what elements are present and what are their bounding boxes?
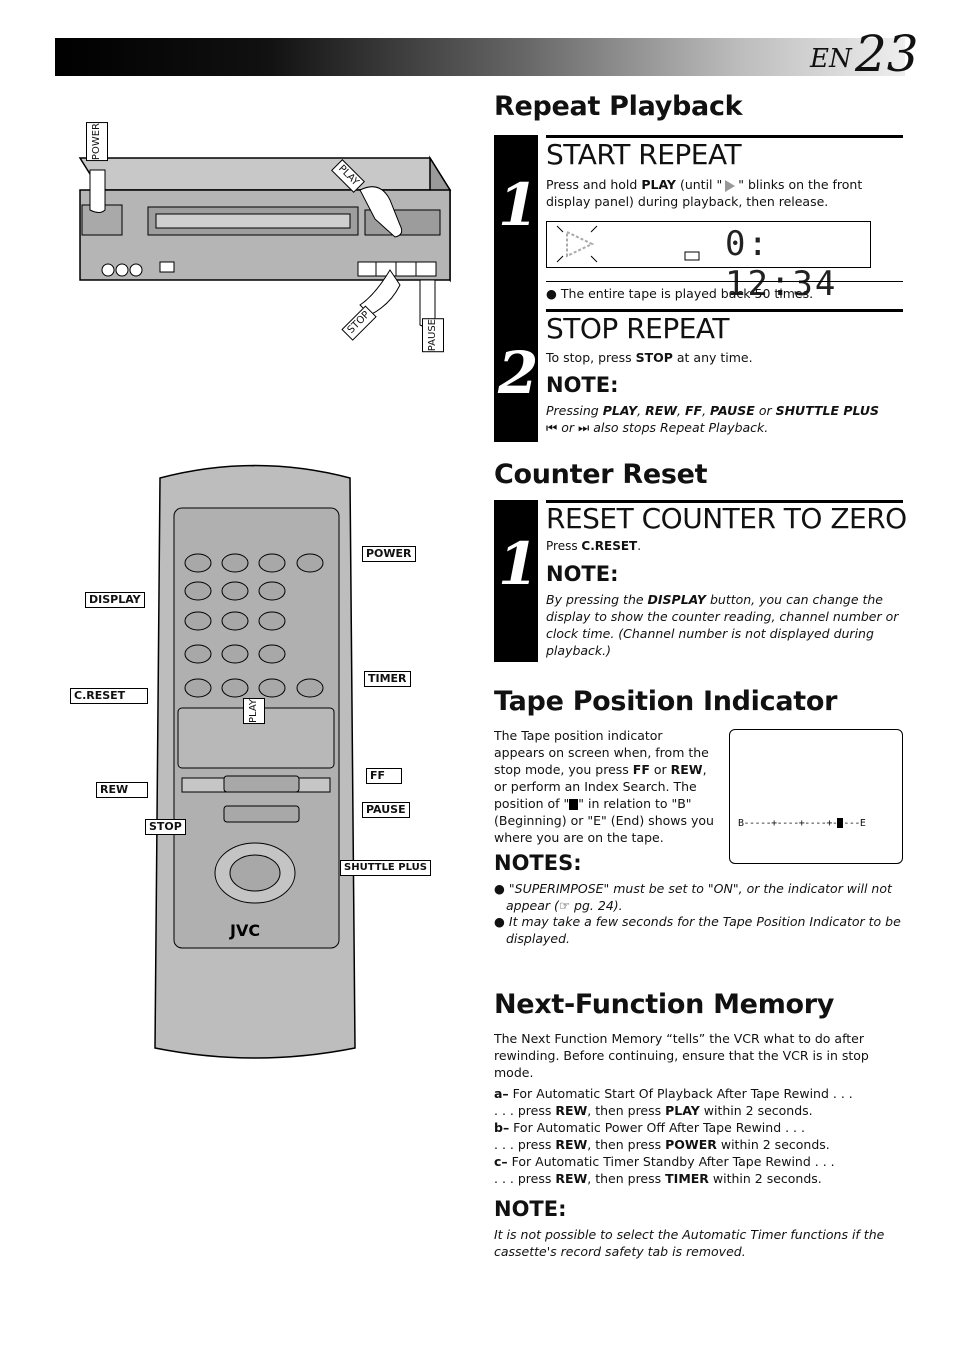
tape-position-screen: B-----+----+----+----E bbox=[729, 729, 903, 864]
nfm-note: It is not possible to select the Automat… bbox=[494, 1227, 885, 1259]
page-number: 23 bbox=[855, 25, 919, 83]
start-repeat-heading: START REPEAT bbox=[546, 138, 742, 171]
note-title: NOTE: bbox=[546, 562, 619, 586]
counter-title: Counter Reset bbox=[494, 459, 708, 490]
start-repeat-text: Press and hold PLAY (until "" blinks on … bbox=[546, 177, 863, 209]
reset-counter-heading: RESET COUNTER TO ZERO bbox=[546, 502, 907, 535]
remote-shuttle-label: SHUTTLE PLUS bbox=[340, 860, 431, 876]
remote-brand: JVC bbox=[229, 921, 260, 940]
remote-ff-label: FF bbox=[366, 768, 402, 784]
stop-repeat-note: Pressing PLAY, REW, FF, PAUSE or SHUTTLE… bbox=[546, 403, 879, 435]
repeat-title: Repeat Playback bbox=[494, 91, 743, 122]
nfm-list: a– For Automatic Start Of Playback After… bbox=[494, 1086, 853, 1186]
nfm-title: Next-Function Memory bbox=[494, 989, 835, 1020]
notes-title: NOTES: bbox=[494, 851, 582, 875]
step-number: 1 bbox=[498, 171, 539, 239]
repeat-bullet: ● The entire tape is played back 50 time… bbox=[546, 286, 814, 301]
remote-play-label: PLAY bbox=[243, 698, 265, 725]
counter-step-bar: 1 bbox=[494, 500, 538, 662]
skip-forward-icon: ⏭ bbox=[578, 420, 590, 435]
vcr-illustration bbox=[78, 155, 452, 328]
remote-stop-label: STOP bbox=[145, 819, 186, 835]
remote-power-label: POWER bbox=[362, 546, 416, 562]
skip-back-icon: ⏮ bbox=[546, 420, 558, 435]
play-arrow-icon bbox=[556, 225, 700, 263]
note-title: NOTE: bbox=[494, 1197, 567, 1221]
step-number: 1 bbox=[498, 530, 539, 598]
rule bbox=[546, 309, 903, 312]
play-arrow-icon bbox=[725, 179, 736, 192]
language-label: EN bbox=[810, 44, 852, 74]
position-marker-icon bbox=[837, 818, 844, 828]
position-marker-icon bbox=[569, 799, 579, 810]
remote-timer-label: TIMER bbox=[364, 671, 411, 687]
nfm-intro: The Next Function Memory “tells” the VCR… bbox=[494, 1031, 869, 1080]
tape-position-bar: B-----+----+----+----E bbox=[738, 818, 866, 829]
remote-creset-label: C.RESET bbox=[70, 688, 148, 704]
stop-repeat-heading: STOP REPEAT bbox=[546, 312, 730, 345]
rule bbox=[546, 500, 903, 503]
tpi-title: Tape Position Indicator bbox=[494, 686, 838, 717]
repeat-step-bar: 1 2 bbox=[494, 135, 538, 442]
vcr-power-label: POWER bbox=[86, 122, 108, 162]
tpi-text: The Tape position indicator appears on s… bbox=[494, 728, 714, 845]
front-display-panel: 0: 12:34 bbox=[546, 221, 871, 304]
counter-note: By pressing the DISPLAY button, you can … bbox=[546, 592, 899, 658]
header-bar bbox=[55, 38, 905, 76]
counter-display: 0: 12:34 bbox=[725, 224, 838, 304]
reset-counter-text: Press C.RESET. bbox=[546, 539, 642, 553]
remote-illustration: JVC bbox=[154, 464, 356, 1059]
rule bbox=[546, 135, 903, 138]
note-title: NOTE: bbox=[546, 373, 619, 397]
remote-display-label: DISPLAY bbox=[85, 592, 145, 608]
rule bbox=[546, 281, 903, 282]
vcr-pause-label: PAUSE bbox=[422, 318, 444, 353]
step-number: 2 bbox=[498, 339, 539, 407]
stop-repeat-text: To stop, press STOP at any time. bbox=[546, 350, 753, 365]
remote-pause-label: PAUSE bbox=[362, 802, 410, 818]
tpi-note-1: ● "SUPERIMPOSE" must be set to "ON", or … bbox=[494, 881, 892, 913]
remote-rew-label: REW bbox=[96, 782, 148, 798]
tpi-note-2: ● It may take a few seconds for the Tape… bbox=[494, 914, 901, 946]
